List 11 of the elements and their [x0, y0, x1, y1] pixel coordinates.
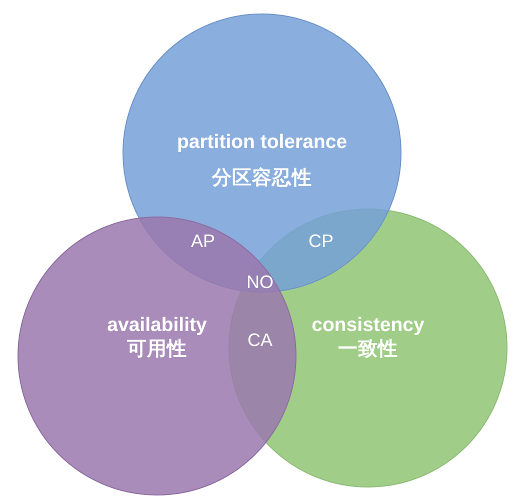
set-title: partition tolerance — [176, 131, 348, 153]
region-label: AP — [191, 231, 215, 251]
set-title: consistency — [312, 314, 424, 336]
venn-circle — [17, 216, 297, 496]
set-subtitle: 可用性 — [127, 338, 187, 360]
region-label: NO — [246, 272, 274, 292]
set-subtitle: 一致性 — [338, 338, 398, 360]
set-title: availability — [107, 314, 207, 336]
region-label: CP — [308, 231, 334, 251]
set-subtitle: 分区容忍性 — [212, 167, 312, 189]
region-label: CA — [248, 330, 272, 350]
